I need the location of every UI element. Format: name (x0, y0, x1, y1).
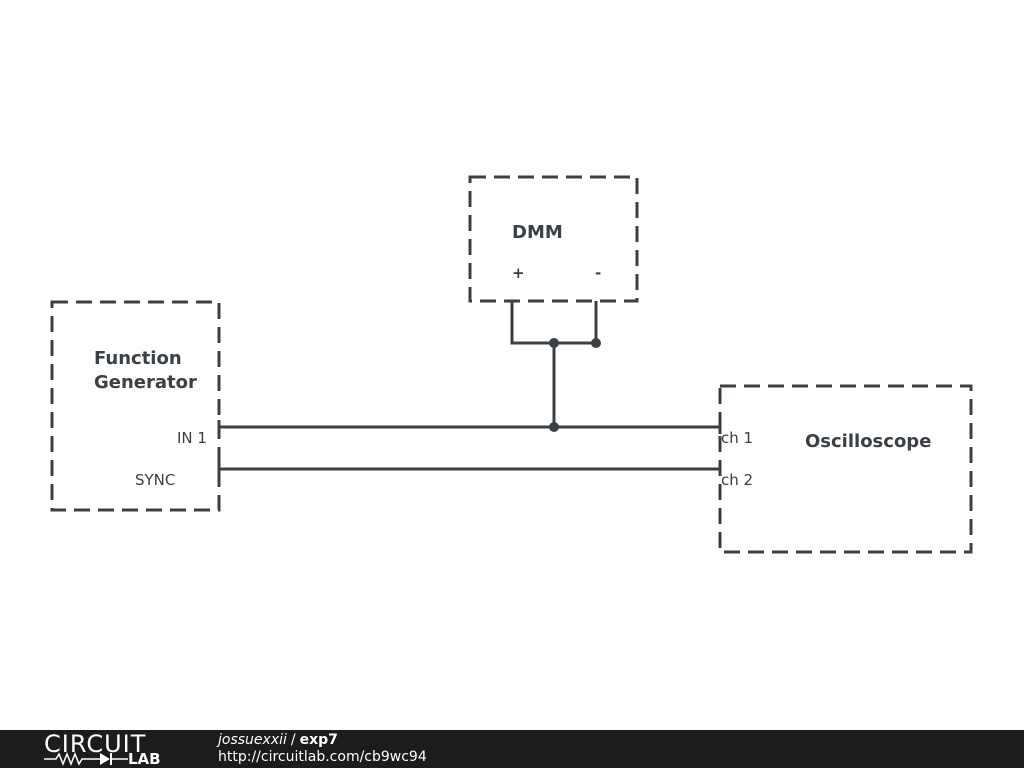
pin-label-sync: SYNC (135, 471, 175, 489)
project-link[interactable]: exp7 (299, 732, 338, 748)
author-link[interactable]: jossuexxii (218, 732, 287, 748)
dmm-pin-plus: + (512, 264, 525, 282)
footer-author-line: jossuexxii/exp7 (218, 732, 338, 748)
function-generator-block: Function Generator IN 1 SYNC (50, 300, 221, 512)
logo-text-lab: LAB (128, 750, 161, 768)
logo-text-circuit: CIRCUIT (44, 730, 147, 758)
pin-label-in1: IN 1 (177, 429, 207, 447)
function-generator-box (50, 300, 221, 512)
pin-label-ch2: ch 2 (721, 471, 753, 489)
dmm-box (468, 175, 639, 303)
junction-dot (591, 338, 601, 348)
dmm-title: DMM (512, 222, 563, 243)
junction-dot (549, 338, 559, 348)
path-separator: / (290, 732, 296, 748)
circuit-url-link[interactable]: http://circuitlab.com/cb9wc94 (218, 749, 427, 765)
wire-dmm-plus-minus (510, 301, 598, 345)
dmm-pin-minus: - (595, 264, 601, 282)
resistor-diode-icon (44, 752, 128, 766)
function-generator-title-line2: Generator (94, 372, 197, 393)
oscilloscope-box (718, 384, 973, 554)
function-generator-title-line1: Function (94, 348, 182, 369)
junctions (549, 338, 601, 432)
circuitlab-logo[interactable]: CIRCUIT LAB (44, 730, 176, 768)
wires (217, 301, 722, 476)
pin-label-ch1: ch 1 (721, 429, 753, 447)
schematic-canvas: Function Generator IN 1 SYNC DMM + - Osc… (50, 175, 973, 554)
footer-bar: CIRCUIT LAB jossuexxii/exp7 http://circu… (0, 730, 1024, 768)
junction-dot (549, 422, 559, 432)
oscilloscope-block: Oscilloscope ch 1 ch 2 (718, 384, 973, 554)
oscilloscope-title: Oscilloscope (805, 431, 931, 452)
dmm-block: DMM + - (468, 175, 639, 303)
